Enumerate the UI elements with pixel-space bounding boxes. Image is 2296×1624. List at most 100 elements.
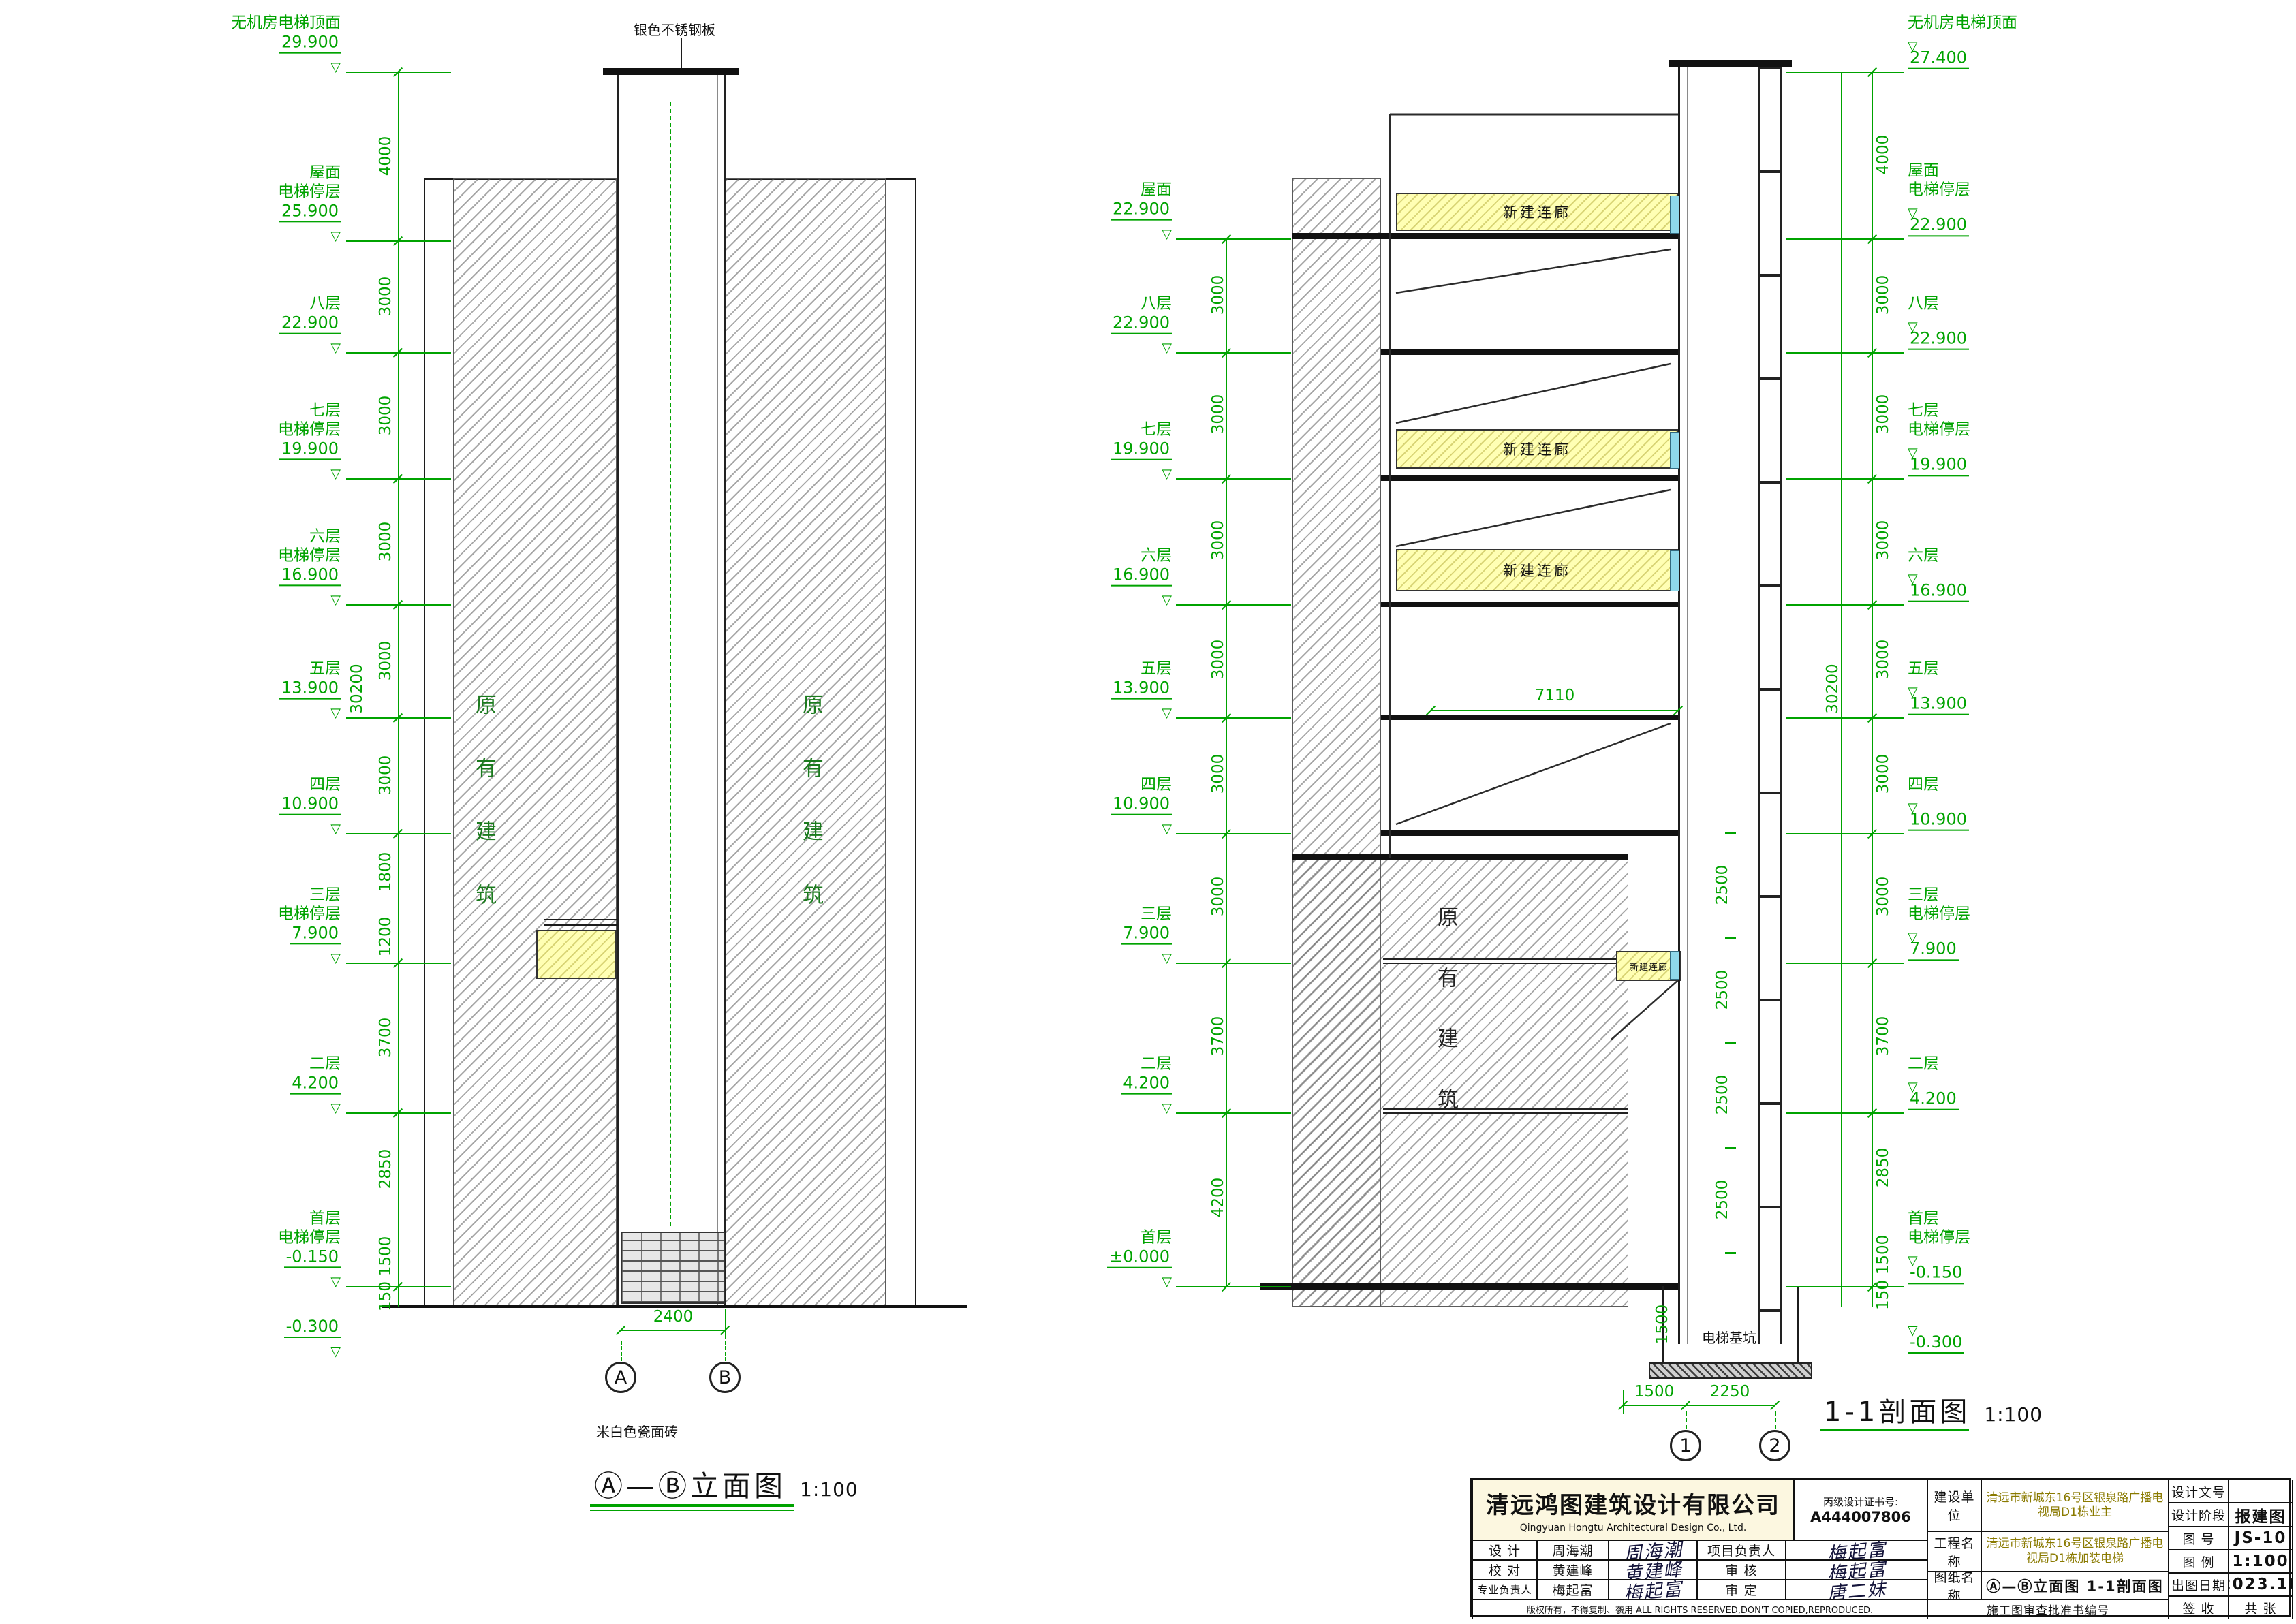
level-value: 22.900 (1908, 215, 1969, 236)
level-label: 五层▽13.900 (1908, 659, 2064, 717)
pit-wall-right (1797, 1286, 1799, 1362)
shaft-top-cap (603, 68, 739, 75)
role-approve-signature: 唐二妹 (1786, 1580, 1927, 1599)
signature: 周海潮 (1622, 1540, 1684, 1560)
level-value: 13.900 (279, 678, 341, 700)
level-name: 无机房电梯顶面 (1908, 14, 2017, 32)
level-value: 10.900 (279, 794, 341, 815)
shaft-centerline (670, 102, 671, 1226)
level-value-row: ▽27.400 (1908, 33, 2064, 70)
level-value: 16.900 (279, 565, 341, 587)
level-value: 4.200 (1908, 1089, 1959, 1111)
pit-label: 电梯基坑 (1702, 1330, 1756, 1346)
level-line (1176, 833, 1291, 834)
level-marker-icon: ▽ (1162, 592, 1172, 608)
axis-bubble-1: 1 (1670, 1430, 1701, 1461)
level-name: 六层 (1908, 546, 1939, 565)
dimension-value: 2850 (377, 1149, 394, 1189)
pit-dim: 1500 (1654, 1304, 1671, 1345)
dimension-value: 3000 (1874, 394, 1892, 435)
shaft-right-wall-ties (1758, 67, 1782, 1344)
level-value: 19.900 (1908, 455, 1969, 476)
corridor-label: 新建连廊 (1503, 563, 1571, 579)
section-title-text: 1-1剖面图 (1824, 1396, 1971, 1428)
corridor-label: 新建连廊 (1503, 441, 1571, 458)
ground-line-elevation (382, 1305, 967, 1308)
level-marker-icon: ▽ (1162, 705, 1172, 721)
axis-bubble-a: A (605, 1362, 636, 1393)
level-sub-name: 电梯停层 (278, 183, 341, 201)
existing-building-text-right: 原有建筑 (798, 693, 823, 947)
dim-2250: 2250 (1709, 1383, 1750, 1401)
level-marker-icon: ▽ (1908, 1079, 1918, 1095)
existing-building-text-left: 原有建筑 (471, 693, 496, 947)
new-corridor-f7: 新建连廊 (1396, 429, 1678, 469)
section-right-segment-chain (1872, 72, 1873, 1307)
level-value: 27.400 (1908, 48, 1969, 70)
elevation-outer-line-right (915, 178, 916, 1307)
level-marker-icon: ▽ (330, 1100, 341, 1116)
level-marker-icon: ▽ (1162, 950, 1172, 966)
signature: 梅起富 (1826, 1540, 1887, 1560)
cert-label: 丙级设计证书号: (1822, 1496, 1899, 1508)
corridor-label: 新建连廊 (1629, 962, 1668, 973)
level-value-row: 10.900▽ (194, 794, 341, 837)
level-value-row: 29.900▽ (194, 33, 341, 75)
section-mass-top-slab (1292, 854, 1628, 860)
level-line (346, 963, 451, 964)
level-name: 六层 (1141, 546, 1172, 565)
total-sheets-value: 共 张 (2229, 1596, 2293, 1619)
existing-building-text-section: 原有建筑 (1433, 906, 1458, 1149)
signature: 梅起富 (1622, 1580, 1684, 1599)
corridor-label: 新建连廊 (1503, 204, 1571, 221)
level-name: 八层 (1908, 294, 1939, 313)
level-value-row: 7.900▽ (194, 923, 341, 966)
role-approve-label: 审 定 (1697, 1580, 1786, 1599)
level-value-row: 4.200▽ (194, 1074, 341, 1116)
slab-f2 (1383, 1108, 1628, 1114)
level-marker-icon: ▽ (1908, 1322, 1918, 1338)
slab-ground (1260, 1283, 1678, 1290)
level-line (346, 72, 451, 73)
project-label: 工程名称 (1927, 1531, 1981, 1572)
level-label: ▽-0.300 (1908, 1317, 2064, 1355)
level-label: 屋面电梯停层▽22.900 (1908, 161, 2064, 238)
dim-line-7110 (1431, 710, 1678, 711)
elevation-title-underline-2 (590, 1510, 794, 1511)
level-sub-name: 电梯停层 (278, 1228, 341, 1247)
level-value: -0.300 (1908, 1332, 1965, 1354)
level-line (1176, 1112, 1291, 1114)
level-name: 三层 (1908, 886, 1939, 904)
slab-f8 (1381, 349, 1678, 355)
approval-number-label: 施工图审查批准书编号 (1927, 1599, 2169, 1619)
drawing-number-value: JS-10 (2229, 1527, 2293, 1550)
corridor-roof-line-2 (544, 924, 617, 926)
dimension-value: 4200 (1209, 1177, 1227, 1218)
level-marker-icon: ▽ (330, 1344, 341, 1360)
new-corridor-roof: 新建连廊 (1396, 193, 1678, 231)
level-value: 4.200 (1121, 1074, 1172, 1095)
level-value-row: 16.900▽ (1029, 565, 1172, 608)
level-name: 五层 (1141, 659, 1172, 678)
level-marker-icon: ▽ (1162, 821, 1172, 837)
existing-wall-right-hatch (726, 178, 886, 1307)
level-line (1176, 352, 1291, 354)
level-marker-icon: ▽ (1162, 340, 1172, 356)
dimension-value: 3000 (377, 640, 394, 681)
level-name: 二层 (1908, 1055, 1939, 1073)
axis-line-b (725, 1341, 726, 1361)
new-corridor-elevation (536, 930, 617, 979)
section-total-dim: 30200 (1824, 663, 1842, 714)
level-value-row: 7.900▽ (1029, 924, 1172, 966)
axis-line-a (621, 1341, 622, 1361)
company-cell: 清远鸿图建筑设计有限公司 Qingyuan Hongtu Architectur… (1472, 1480, 1794, 1540)
shaft-inner-line-right (717, 74, 718, 1307)
landing-door-f6 (1670, 550, 1679, 591)
shaft-left-wall (1678, 67, 1680, 1344)
level-marker-icon: ▽ (1162, 1100, 1172, 1116)
